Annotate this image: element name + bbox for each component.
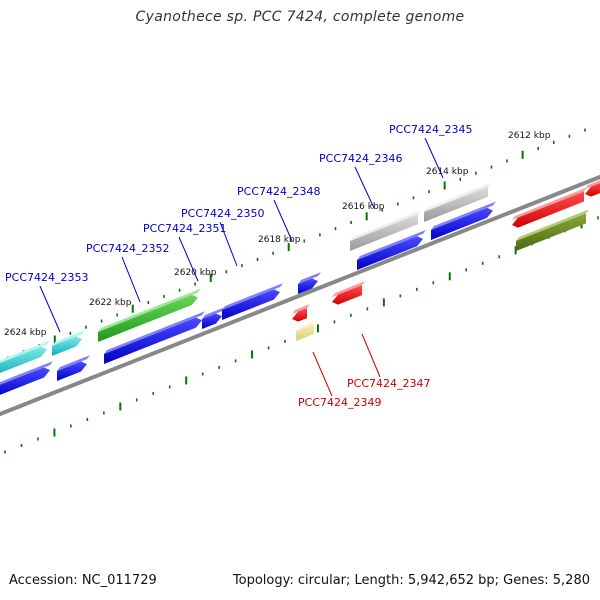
gene-arrow-blue bbox=[0, 361, 53, 395]
gene-label: PCC7424_2353 bbox=[5, 271, 88, 284]
gene-labels: PCC7424_2353PCC7424_2352PCC7424_2351PCC7… bbox=[5, 123, 472, 409]
label-leader-line bbox=[273, 199, 293, 242]
gene-label: PCC7424_2351 bbox=[143, 222, 226, 235]
lower-tick-track bbox=[4, 216, 599, 454]
tick-label: 2618 kbp bbox=[258, 235, 301, 245]
gene-top-face bbox=[350, 210, 421, 241]
label-leader-line bbox=[219, 221, 238, 267]
gene-body bbox=[98, 294, 198, 342]
gene-label: PCC7424_2345 bbox=[389, 123, 472, 136]
gene-top-face bbox=[222, 283, 283, 310]
gene-bar-cyan bbox=[52, 330, 85, 356]
gene-arrow-blue bbox=[222, 283, 283, 320]
gene-top-face bbox=[296, 319, 317, 331]
gene-body bbox=[350, 214, 418, 251]
gene-bar-yellow bbox=[296, 319, 317, 341]
gene-top-face bbox=[0, 361, 53, 385]
gene-arrow-red bbox=[585, 180, 600, 197]
label-leader-line bbox=[312, 351, 333, 397]
gene-top-face bbox=[57, 355, 90, 371]
gene-top-face bbox=[585, 180, 600, 189]
gene-bar-cyan bbox=[0, 340, 50, 374]
gene-label: PCC7424_2352 bbox=[86, 242, 169, 255]
gene-arrow-red bbox=[512, 187, 587, 228]
gene-top-face bbox=[52, 330, 85, 346]
tick-label: 2614 kbp bbox=[426, 167, 469, 177]
gene-bar-gray bbox=[350, 210, 421, 251]
upper-tick-track bbox=[7, 128, 586, 360]
gene-label: PCC7424_2347 bbox=[347, 377, 430, 390]
gene-top-face bbox=[298, 272, 321, 284]
genome-backbone bbox=[0, 174, 600, 417]
tick-label: 2612 kbp bbox=[508, 131, 551, 141]
label-leader-line bbox=[39, 285, 61, 333]
gene-bar-gray bbox=[424, 182, 491, 222]
genome-summary-text: Topology: circular; Length: 5,942,652 bp… bbox=[232, 573, 590, 588]
gene-arrow-blue bbox=[431, 201, 496, 240]
gene-label: PCC7424_2346 bbox=[319, 152, 402, 165]
gene-body bbox=[424, 186, 488, 222]
gene-top-face bbox=[292, 304, 310, 314]
gene-body bbox=[52, 336, 82, 356]
gene-top-face bbox=[424, 182, 491, 212]
tick-label: 2620 kbp bbox=[174, 268, 217, 278]
label-leader-line bbox=[354, 166, 375, 209]
accession-text: Accession: NC_011729 bbox=[9, 573, 157, 588]
gene-arrow-red bbox=[292, 304, 310, 322]
gene-arrow-blue bbox=[104, 311, 205, 364]
gene-top-face bbox=[98, 288, 201, 332]
gene-top-face bbox=[512, 187, 587, 220]
gene-body bbox=[57, 361, 87, 381]
gene-features bbox=[0, 180, 600, 395]
gene-body bbox=[516, 213, 586, 251]
label-leader-line bbox=[424, 137, 444, 179]
gene-arrow-blue bbox=[202, 307, 225, 329]
tick-label: 2616 kbp bbox=[342, 202, 385, 212]
tick-labels: 2624 kbp 2622 kbp 2620 kbp 2618 kbp 2616 kbp… bbox=[4, 131, 551, 338]
gene-body bbox=[332, 285, 362, 305]
gene-label: PCC7424_2348 bbox=[237, 185, 320, 198]
map-title: Cyanothece sp. PCC 7424, complete genome bbox=[135, 9, 465, 25]
gene-body bbox=[292, 308, 307, 322]
gene-label: PCC7424_2349 bbox=[298, 396, 381, 409]
gene-arrow-blue bbox=[357, 229, 426, 270]
gene-top-face bbox=[516, 209, 589, 241]
tick-label: 2624 kbp bbox=[4, 328, 47, 338]
gene-arrow-blue bbox=[298, 272, 321, 294]
gene-body bbox=[512, 191, 584, 228]
label-leader-line bbox=[361, 333, 381, 378]
gene-arrow-blue bbox=[57, 355, 90, 381]
gene-body bbox=[0, 346, 47, 374]
gene-body bbox=[0, 367, 50, 395]
gene-body bbox=[296, 323, 314, 341]
gene-top-face bbox=[431, 201, 496, 230]
gene-body bbox=[357, 236, 423, 270]
label-leader-line bbox=[178, 236, 199, 282]
gene-top-face bbox=[357, 229, 426, 260]
gene-bar-green bbox=[98, 288, 201, 342]
gene-top-face bbox=[202, 307, 225, 319]
gene-top-face bbox=[104, 311, 205, 354]
gene-body bbox=[585, 183, 600, 197]
gene-top-face bbox=[0, 340, 50, 364]
gene-body bbox=[202, 313, 222, 329]
tick-label: 2622 kbp bbox=[89, 298, 132, 308]
gene-body bbox=[431, 207, 493, 240]
gene-bar-olive bbox=[516, 209, 589, 251]
gene-label: PCC7424_2350 bbox=[181, 207, 264, 220]
label-leader-line bbox=[121, 256, 141, 303]
gene-body bbox=[104, 317, 202, 364]
gene-body bbox=[222, 289, 280, 320]
gene-arrow-red bbox=[332, 281, 365, 305]
gene-body bbox=[298, 278, 318, 294]
gene-top-face bbox=[332, 281, 365, 297]
label-leaders bbox=[39, 137, 444, 397]
